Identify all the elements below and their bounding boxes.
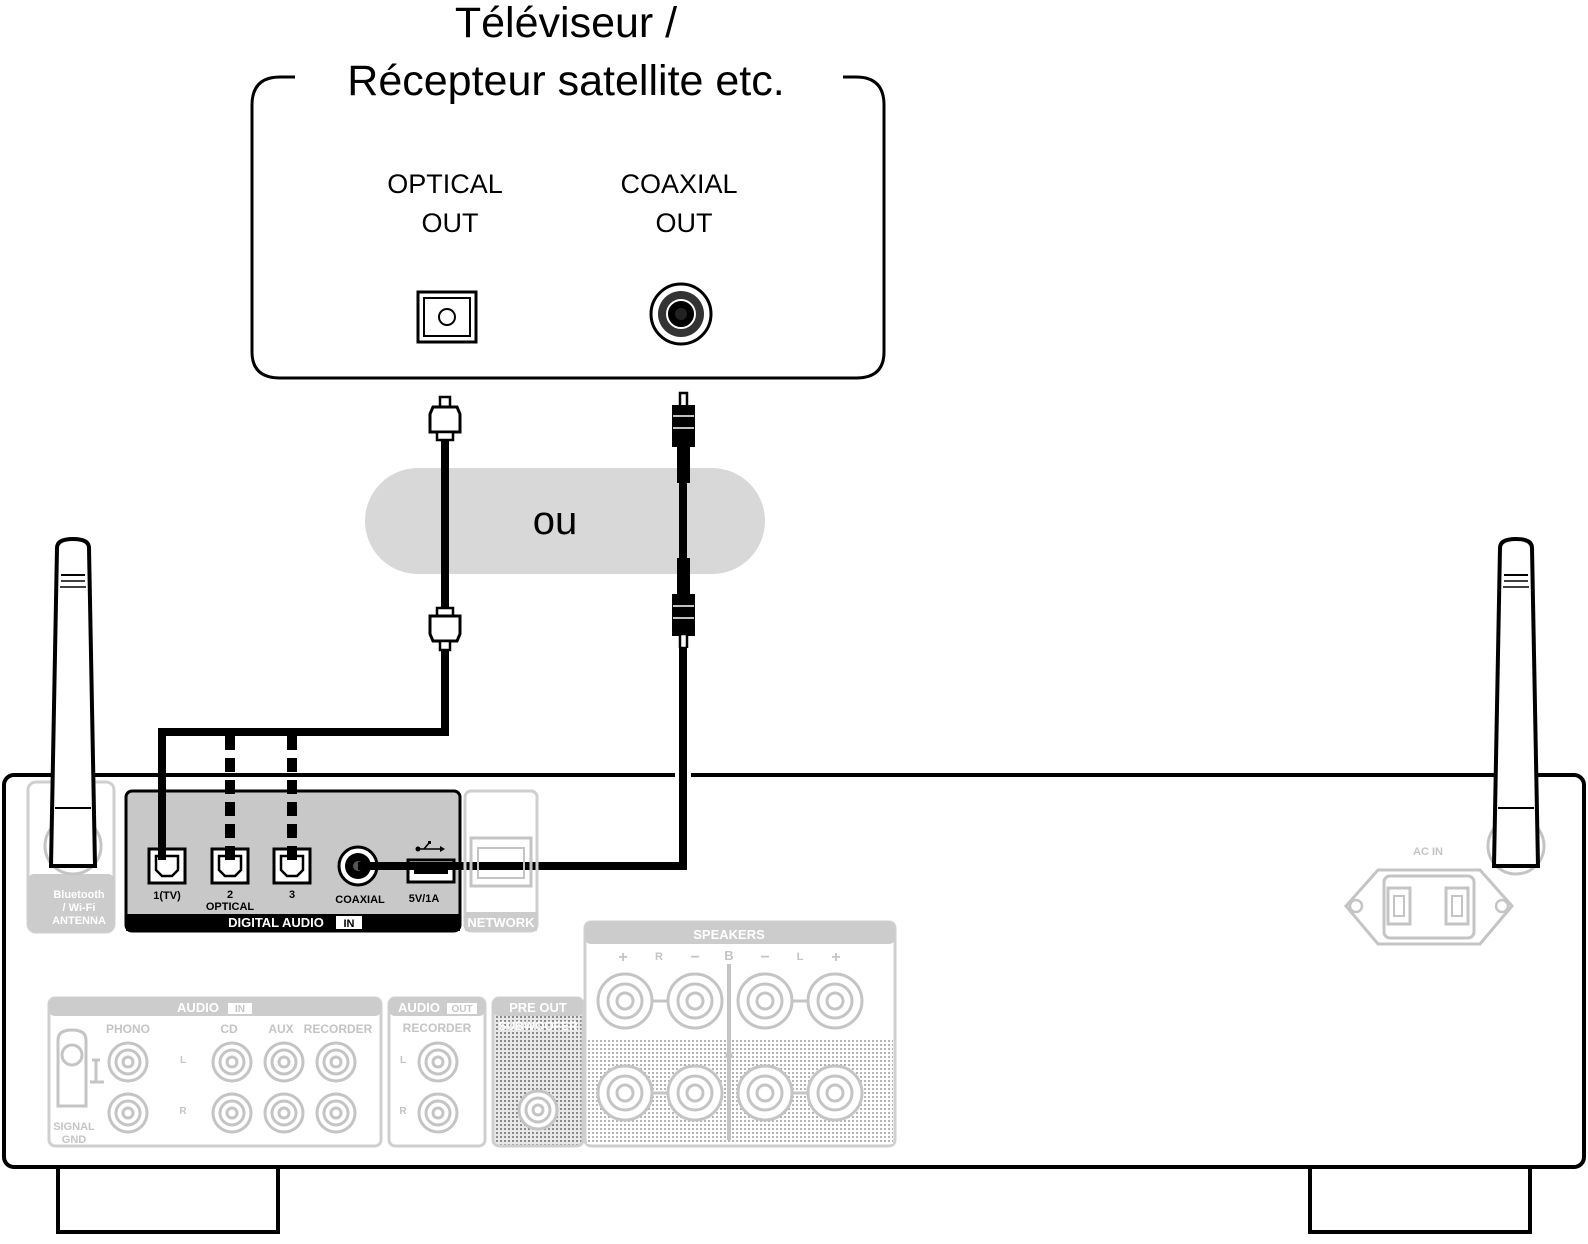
optical-routing xyxy=(158,650,449,862)
speaker-binding-posts xyxy=(596,972,864,1122)
audio-in-badge: IN xyxy=(235,1004,245,1015)
recorder-out-label: RECORDER xyxy=(403,1021,472,1035)
aux-label: AUX xyxy=(268,1022,293,1036)
source-device: Téléviseur / Récepteur satellite etc. OP… xyxy=(250,0,886,380)
speaker-l-plus: + xyxy=(831,949,840,966)
speaker-l-minus: − xyxy=(760,949,769,966)
optical-in-port-1 xyxy=(147,847,187,885)
pre-out-block: PRE OUT SUBWOOFER xyxy=(491,996,585,1148)
optical-group-label: OPTICAL xyxy=(206,901,255,913)
coaxial-cable xyxy=(672,391,695,650)
audio-in-r-label: R xyxy=(179,1106,187,1117)
source-title-line1: Téléviseur / xyxy=(455,0,677,47)
optical-out-label-line2: OUT xyxy=(422,208,479,238)
audio-out-badge: OUT xyxy=(451,1004,472,1015)
optical-cable xyxy=(428,395,462,652)
optical-out-jack xyxy=(416,290,478,344)
optical-out-label-line1: OPTICAL xyxy=(387,169,503,199)
digital-audio-title: DIGITAL AUDIO xyxy=(228,915,324,930)
speaker-r-minus: − xyxy=(690,949,699,966)
cd-label: CD xyxy=(220,1022,238,1036)
coaxial-out-label-line2: OUT xyxy=(656,208,713,238)
optical-port-3-label: 3 xyxy=(289,889,295,901)
ac-in-label: AC IN xyxy=(1413,846,1443,858)
recorder-in-label: RECORDER xyxy=(304,1022,373,1036)
or-label: ou xyxy=(533,499,578,543)
signal-gnd-label-line2: GND xyxy=(62,1134,87,1146)
audio-out-l-label: L xyxy=(400,1055,406,1066)
audio-out-r-label: R xyxy=(399,1106,407,1117)
or-bubble: ou xyxy=(365,468,765,574)
audio-out-block: AUDIO OUT RECORDER L R xyxy=(387,996,487,1148)
source-device-box xyxy=(250,75,886,380)
source-title-line2: Récepteur satellite etc. xyxy=(347,57,784,105)
audio-in-l-label: L xyxy=(180,1055,186,1066)
coaxial-out-jack xyxy=(649,282,713,346)
speaker-set-b-label: B xyxy=(724,948,733,963)
coaxial-port-label: COAXIAL xyxy=(335,894,385,906)
speaker-set-a-label: A xyxy=(724,1046,734,1061)
pre-out-label: PRE OUT xyxy=(509,1000,567,1015)
antenna-label-line3: ANTENNA xyxy=(52,915,106,927)
signal-gnd-terminal xyxy=(56,1028,104,1108)
optical-port-2-label: 2 xyxy=(227,889,233,901)
subwoofer-label: SUBWOOFER xyxy=(498,1019,578,1033)
usb-port-label: 5V/1A xyxy=(409,893,440,905)
antenna-label-line2: / Wi-Fi xyxy=(63,902,96,914)
digital-audio-badge: IN xyxy=(344,918,355,930)
audio-in-label: AUDIO xyxy=(177,1000,219,1015)
speaker-r-plus: + xyxy=(618,949,627,966)
optical-port-1-label: 1(TV) xyxy=(153,890,181,902)
audio-in-rca-jacks xyxy=(107,1041,357,1134)
signal-gnd-label-line1: SIGNAL xyxy=(53,1121,95,1133)
antenna-left: Bluetooth / Wi-Fi ANTENNA xyxy=(26,536,116,934)
network-label: NETWORK xyxy=(467,915,535,930)
network-port: NETWORK xyxy=(463,789,539,933)
speakers-terminals: SPEAKERS B A + R − − L + xyxy=(583,920,897,1148)
usb-icon xyxy=(415,841,445,852)
antenna-label-line1: Bluetooth xyxy=(53,889,105,901)
ac-in-inlet: AC IN xyxy=(1344,846,1514,946)
antenna-right xyxy=(1486,536,1546,876)
audio-out-rca-jacks xyxy=(417,1041,459,1134)
speaker-r-label: R xyxy=(655,951,663,963)
speakers-label: SPEAKERS xyxy=(693,927,765,942)
coaxial-out-label-line1: COAXIAL xyxy=(620,169,737,199)
audio-in-block: AUDIO IN PHONO CD AUX RECORDER L R SIGNA… xyxy=(47,996,383,1148)
subwoofer-rca-jack xyxy=(517,1089,559,1131)
audio-out-label: AUDIO xyxy=(398,1000,440,1015)
speaker-l-label: L xyxy=(797,951,804,963)
phono-label: PHONO xyxy=(106,1022,150,1036)
